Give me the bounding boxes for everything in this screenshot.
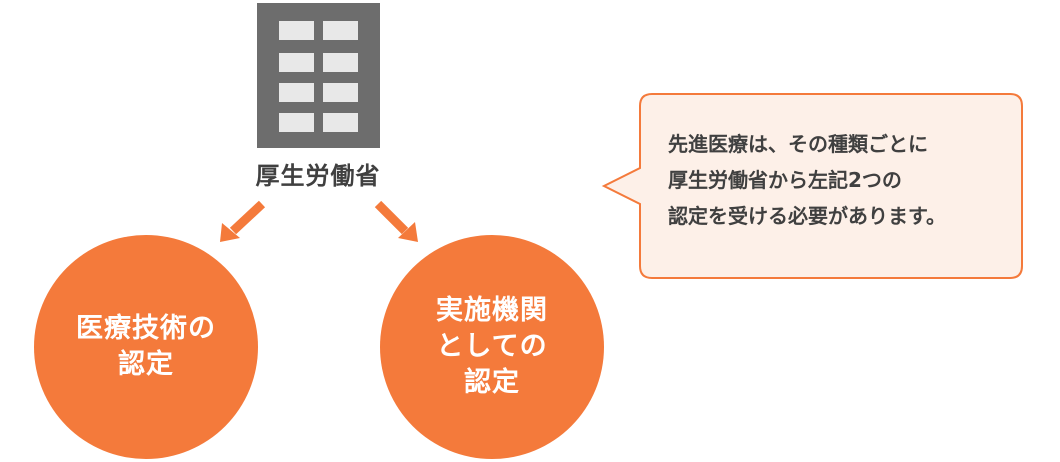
callout-bubble [601, 93, 1023, 279]
circle-text-line: 実施機関 [436, 295, 548, 326]
medical-technology-certification-text: 医療技術の 認定 [76, 311, 216, 383]
institution-certification-text: 実施機関 としての 認定 [436, 293, 548, 401]
circle-text-line: 認定 [464, 367, 520, 398]
building-window [323, 53, 358, 72]
arrow-to-left-circle [220, 200, 266, 242]
callout-text: 先進医療は、その種類ごとに 厚生労働省から左記2つの 認定を受ける必要があります… [668, 126, 1008, 234]
arrow-to-right-circle [374, 200, 418, 242]
callout-line: 認定を受ける必要があります。 [668, 204, 946, 228]
callout-line: 先進医療は、その種類ごとに [668, 132, 928, 156]
circle-text-line: 認定 [118, 349, 174, 380]
institution-certification-circle: 実施機関 としての 認定 [380, 235, 604, 459]
medical-technology-certification-circle: 医療技術の 認定 [34, 235, 258, 459]
ministry-building-icon [257, 3, 380, 148]
building-window [279, 53, 314, 72]
ministry-label: 厚生労働省 [255, 162, 381, 190]
circle-text-line: としての [436, 331, 548, 362]
building-window [279, 113, 314, 132]
building-window [323, 113, 358, 132]
building-window [323, 83, 358, 102]
building-window [279, 83, 314, 102]
building-window [323, 21, 358, 40]
callout-line: 厚生労働省から左記2つの [668, 168, 902, 192]
building-window [279, 21, 314, 40]
circle-text-line: 医療技術の [76, 313, 216, 344]
